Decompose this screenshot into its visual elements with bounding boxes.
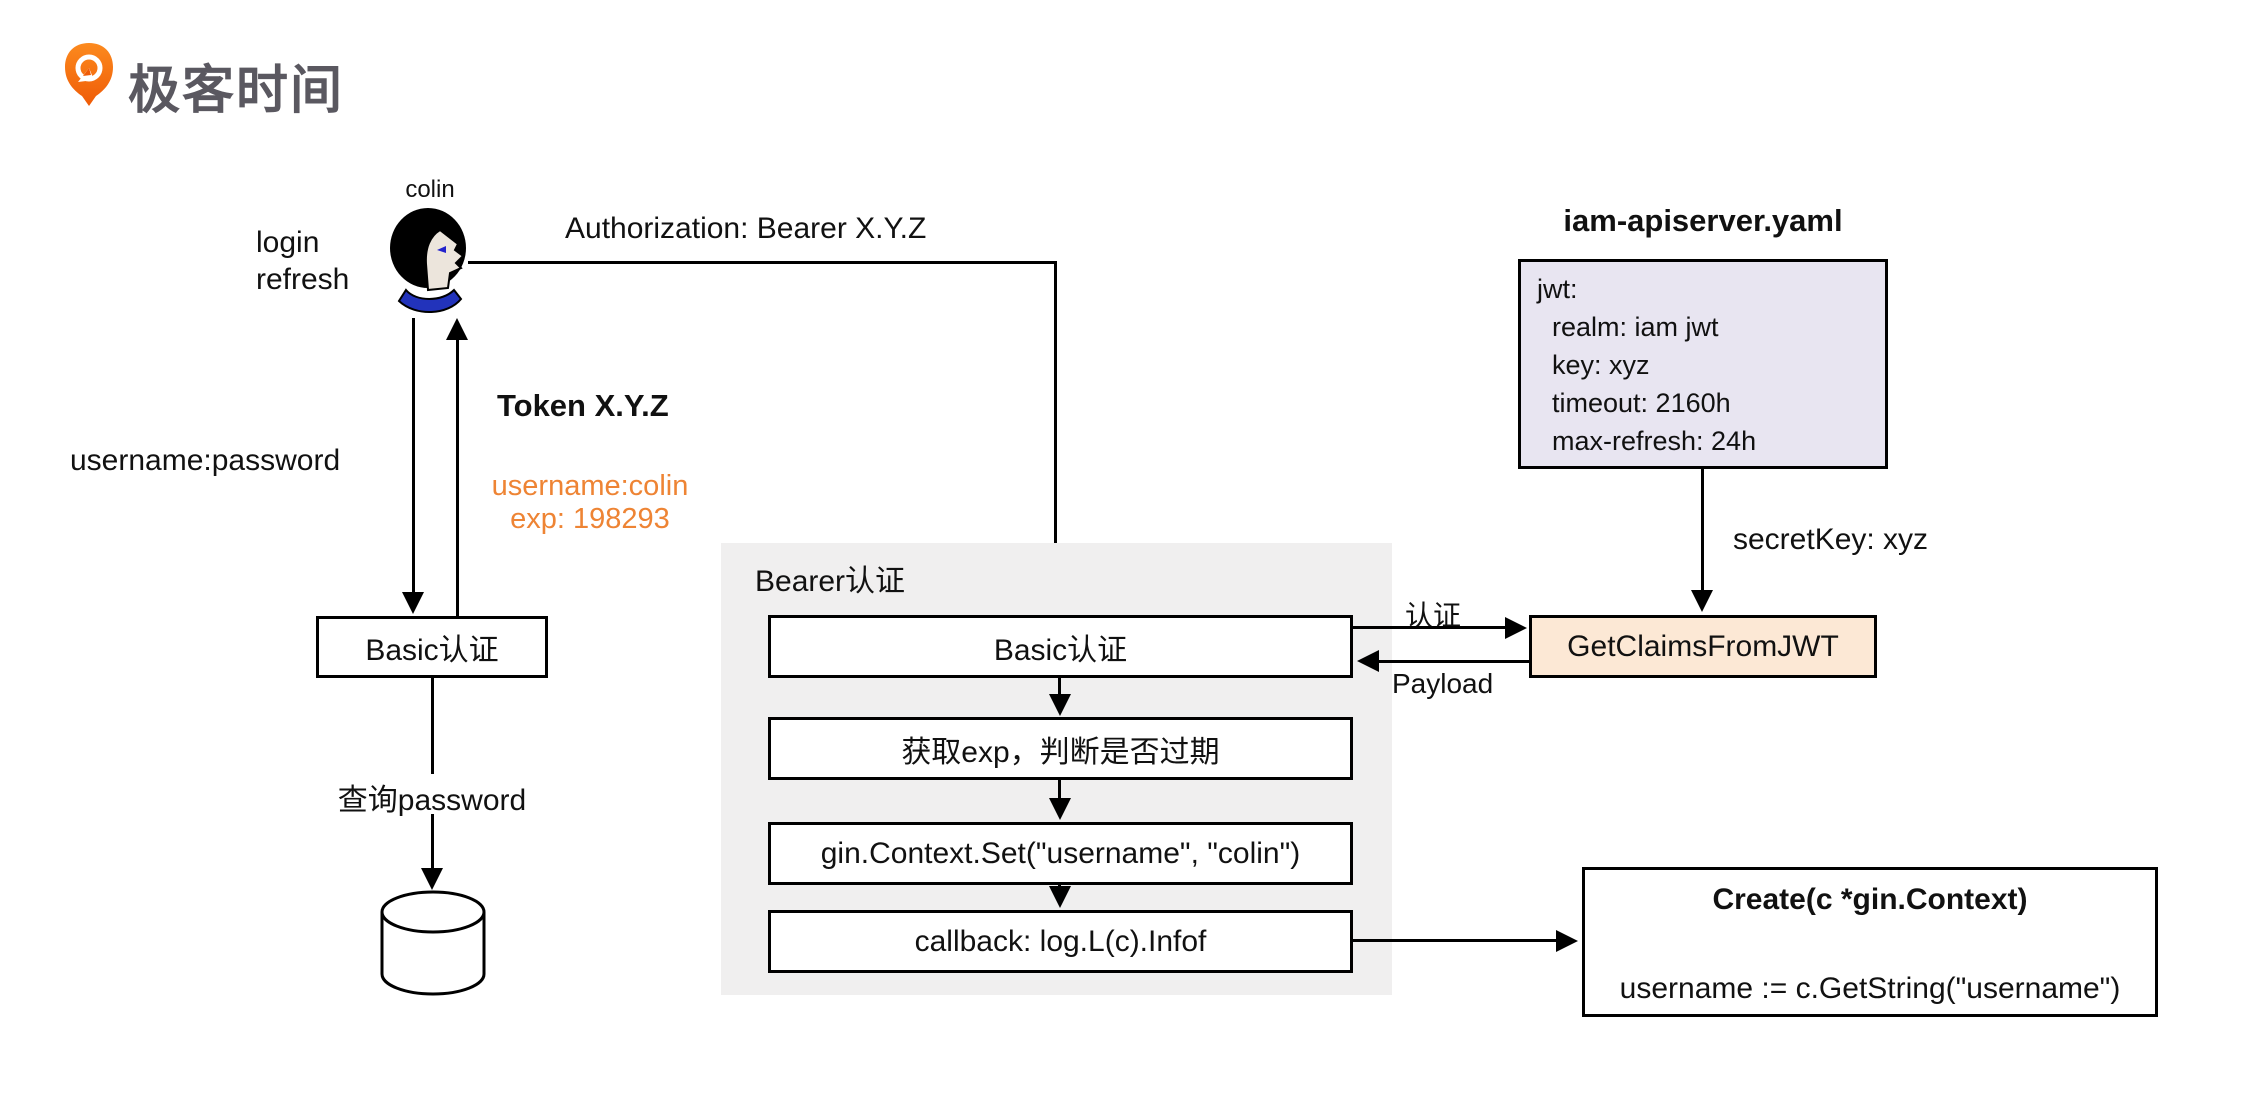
actor-name-label: colin — [405, 176, 455, 203]
login-label: login — [256, 226, 320, 259]
get-claims-box: GetClaimsFromJWT — [1529, 615, 1877, 678]
yaml-file-title: iam-apiserver.yaml — [1563, 203, 1843, 238]
callback-to-create-line — [1353, 939, 1558, 942]
secret-key-line — [1701, 469, 1704, 592]
yaml-line: key: xyz — [1537, 350, 1650, 380]
payload-arrow-label: Payload — [1392, 668, 1494, 699]
refresh-label: refresh — [256, 263, 350, 296]
arrow-down-icon — [1691, 590, 1713, 612]
arrow-right-icon — [1505, 617, 1527, 639]
auth-arrow-line — [1353, 626, 1507, 629]
person-profile-icon — [382, 206, 482, 321]
yaml-line: timeout: 2160h — [1537, 388, 1731, 418]
token-label: Token X.Y.Z — [497, 388, 669, 423]
arrow-down-icon — [1049, 886, 1071, 908]
arrow-right-icon — [1556, 930, 1578, 952]
create-handler-title: Create(c *gin.Context) — [1712, 883, 2028, 916]
logo-text: 极客时间 — [128, 62, 345, 120]
database-cylinder-icon — [378, 888, 488, 1000]
authorization-label: Authorization: Bearer X.Y.Z — [565, 212, 927, 245]
token-claims-label: username:colin exp: 198293 — [455, 470, 725, 536]
yaml-line: max-refresh: 24h — [1537, 426, 1757, 456]
claim-exp: exp: 198293 — [510, 503, 670, 535]
username-password-label: username:password — [70, 444, 341, 477]
bearer-panel-title: Bearer认证 — [755, 565, 906, 598]
arrow-left-icon — [1357, 650, 1379, 672]
create-handler-box: Create(c *gin.Context) username := c.Get… — [1582, 867, 2158, 1017]
authorization-line-horizontal — [468, 261, 1056, 264]
query-password-label: 查询password — [337, 784, 527, 817]
authorization-line-vertical — [1054, 261, 1057, 594]
credentials-down-line — [412, 318, 415, 594]
actor-action-label: login refresh — [256, 224, 349, 298]
query-password-line-upper — [431, 678, 434, 774]
jwt-config-box: jwt: realm: iam jwt key: xyz timeout: 21… — [1518, 259, 1888, 469]
query-password-line-lower — [431, 814, 434, 870]
geektime-pin-icon — [64, 42, 114, 108]
step-basic-auth-box: Basic认证 — [768, 615, 1353, 678]
payload-arrow-line — [1379, 660, 1529, 663]
yaml-line: jwt: — [1537, 274, 1578, 304]
step-check-exp-box: 获取exp，判断是否过期 — [768, 717, 1353, 780]
basic-auth-box: Basic认证 — [316, 616, 548, 678]
token-up-line — [456, 340, 459, 616]
arrow-down-icon — [1049, 798, 1071, 820]
arrow-down-icon — [421, 868, 443, 890]
auth-arrow-label: 认证 — [1405, 600, 1462, 631]
claim-username: username:colin — [491, 470, 689, 502]
step-connector-line — [1058, 678, 1061, 696]
arrow-up-icon — [446, 318, 468, 340]
secret-key-label: secretKey: xyz — [1733, 523, 1929, 556]
step-callback-box: callback: log.L(c).Infof — [768, 910, 1353, 973]
arrow-down-icon — [1049, 694, 1071, 716]
arrow-down-icon — [402, 592, 424, 614]
step-connector-line — [1058, 780, 1061, 800]
create-handler-body: username := c.GetString("username") — [1619, 972, 2121, 1005]
yaml-line: realm: iam jwt — [1537, 312, 1719, 342]
step-context-set-box: gin.Context.Set("username", "colin") — [768, 822, 1353, 885]
